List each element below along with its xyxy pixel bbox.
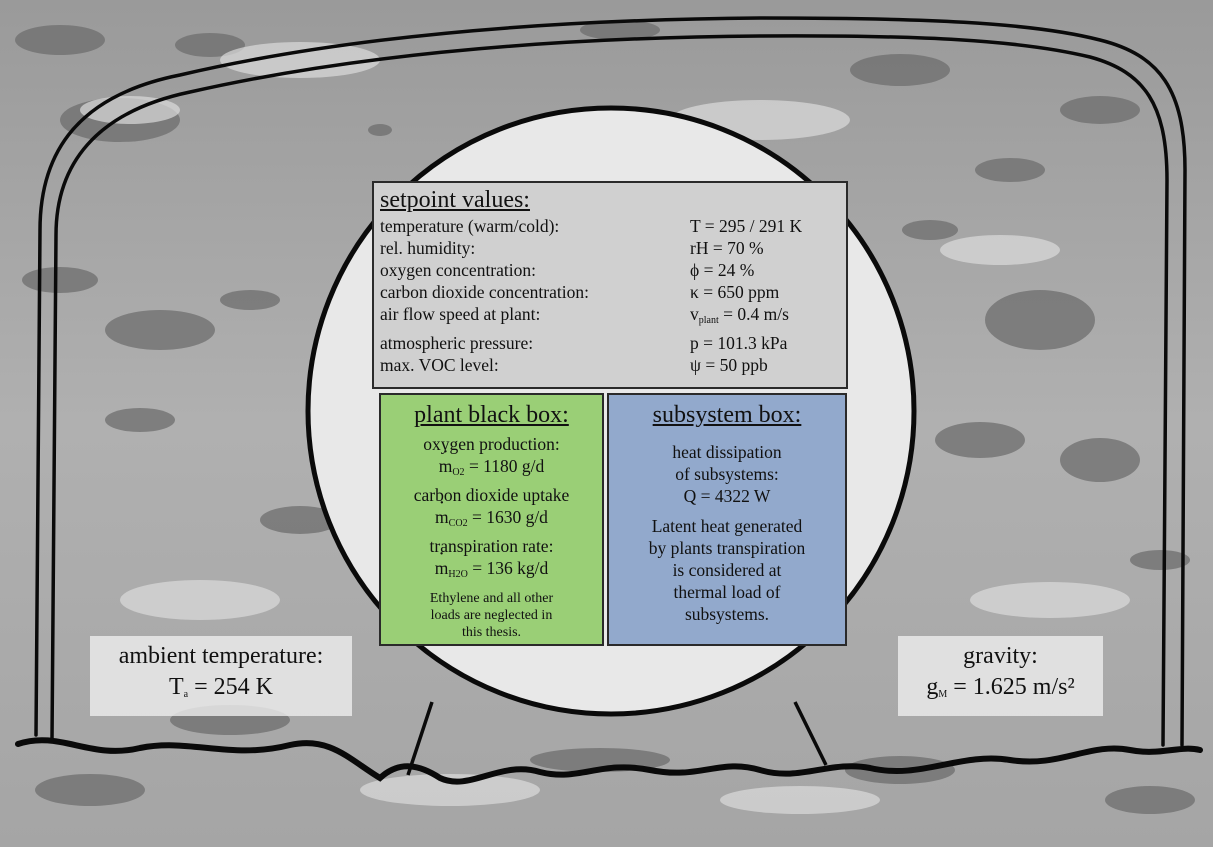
setpoint-row: air flow speed at plant: vplant = 0.4 m/s xyxy=(380,303,840,332)
setpoint-label: rel. humidity: xyxy=(380,238,476,258)
airflow-symbol: v xyxy=(690,304,699,324)
transpiration-rate: = 136 kg/d xyxy=(467,558,549,578)
gravity-number: = 1.625 m/s² xyxy=(947,674,1075,700)
habitat-legs xyxy=(406,701,828,776)
setpoint-label: carbon dioxide concentration: xyxy=(380,282,589,302)
airflow-subscript: plant xyxy=(698,315,719,326)
plant-black-box: plant black box: oxygen production: mO2 … xyxy=(379,393,604,646)
subsystem-box-title: subsystem box: xyxy=(652,402,802,428)
setpoint-row: rel. humidity: rH = 70 % xyxy=(380,237,840,259)
setpoint-row: max. VOC level: ψ = 50 ppb xyxy=(380,354,840,376)
setpoint-row: temperature (warm/cold): T = 295 / 291 K xyxy=(380,215,840,237)
ambient-temperature-label: ambient temperature: Ta = 254 K xyxy=(90,636,352,716)
setpoint-value: ϕ = 24 % xyxy=(690,260,755,280)
transpiration-value: mH2O = 136 kg/d xyxy=(385,557,598,586)
co2-subscript: CO2 xyxy=(448,518,468,529)
setpoint-value: T = 295 / 291 K xyxy=(690,216,803,236)
setpoint-value: κ = 650 ppm xyxy=(690,282,780,302)
ambient-number: = 254 K xyxy=(188,674,273,700)
setpoint-label: atmospheric pressure: xyxy=(380,333,534,353)
transpiration-label: transpiration rate: xyxy=(429,536,554,556)
latent-heat-line: Latent heat generated xyxy=(651,516,803,536)
plant-note: Ethylene and all other loads are neglect… xyxy=(385,590,598,641)
setpoint-label: max. VOC level: xyxy=(380,355,499,375)
plant-box-title: plant black box: xyxy=(414,402,569,428)
setpoint-row: carbon dioxide concentration: κ = 650 ppm xyxy=(380,281,840,303)
plant-note-line: loads are neglected in xyxy=(430,608,553,623)
setpoint-label: temperature (warm/cold): xyxy=(380,216,560,236)
latent-heat-line: by plants transpiration xyxy=(648,538,806,558)
ambient-subscript: a xyxy=(183,689,189,700)
crater-field xyxy=(15,20,1195,814)
setpoint-title: setpoint values: xyxy=(380,187,530,213)
co2-uptake-value: mCO2 = 1630 g/d xyxy=(385,506,598,535)
oxygen-subscript: O2 xyxy=(452,467,465,478)
latent-heat-line: is considered at xyxy=(672,560,782,580)
setpoint-value: vplant = 0.4 m/s xyxy=(690,303,840,332)
oxygen-production-label: oxygen production: xyxy=(423,434,560,454)
habitat-outline xyxy=(34,16,1187,747)
ambient-symbol: T xyxy=(169,674,184,700)
gravity-label: gravity: gM = 1.625 m/s² xyxy=(898,636,1103,716)
h2o-subscript: H2O xyxy=(448,569,468,580)
mass-flow-symbol: m xyxy=(435,506,449,528)
setpoint-row: oxygen concentration: ϕ = 24 % xyxy=(380,259,840,281)
oxygen-production-value: mO2 = 1180 g/d xyxy=(385,455,598,484)
heat-value: Q = 4322 W xyxy=(683,486,771,506)
co2-rate: = 1630 g/d xyxy=(467,507,548,527)
ambient-title: ambient temperature: xyxy=(118,643,324,669)
setpoint-value: rH = 70 % xyxy=(690,238,764,258)
gravity-symbol: g xyxy=(926,674,939,700)
mass-flow-symbol: m xyxy=(435,557,449,579)
setpoint-row: atmospheric pressure: p = 101.3 kPa xyxy=(380,332,840,354)
plant-note-line: Ethylene and all other xyxy=(429,591,554,606)
gravity-subscript: M xyxy=(938,689,948,700)
airflow-value: = 0.4 m/s xyxy=(718,304,789,324)
co2-uptake-label: carbon dioxide uptake xyxy=(413,485,570,505)
heat-line: of subsystems: xyxy=(675,464,779,484)
gravity-value: gM = 1.625 m/s² xyxy=(898,670,1103,712)
oxygen-rate: = 1180 g/d xyxy=(464,456,545,476)
ambient-value: Ta = 254 K xyxy=(90,670,352,712)
latent-heat-line: subsystems. xyxy=(684,604,770,624)
gravity-title: gravity: xyxy=(963,643,1038,669)
setpoint-label: oxygen concentration: xyxy=(380,260,536,280)
setpoint-value: p = 101.3 kPa xyxy=(690,333,788,353)
setpoint-values-box: setpoint values: temperature (warm/cold)… xyxy=(372,181,848,389)
mass-flow-symbol: m xyxy=(439,455,453,477)
plant-note-line: this thesis. xyxy=(461,625,522,640)
subsystem-box: subsystem box: heat dissipation of subsy… xyxy=(607,393,847,646)
ground-line xyxy=(15,737,1203,785)
latent-heat-line: thermal load of xyxy=(673,582,781,602)
setpoint-label: air flow speed at plant: xyxy=(380,304,541,324)
setpoint-value: ψ = 50 ppb xyxy=(690,355,768,375)
heat-line: heat dissipation xyxy=(672,442,782,462)
